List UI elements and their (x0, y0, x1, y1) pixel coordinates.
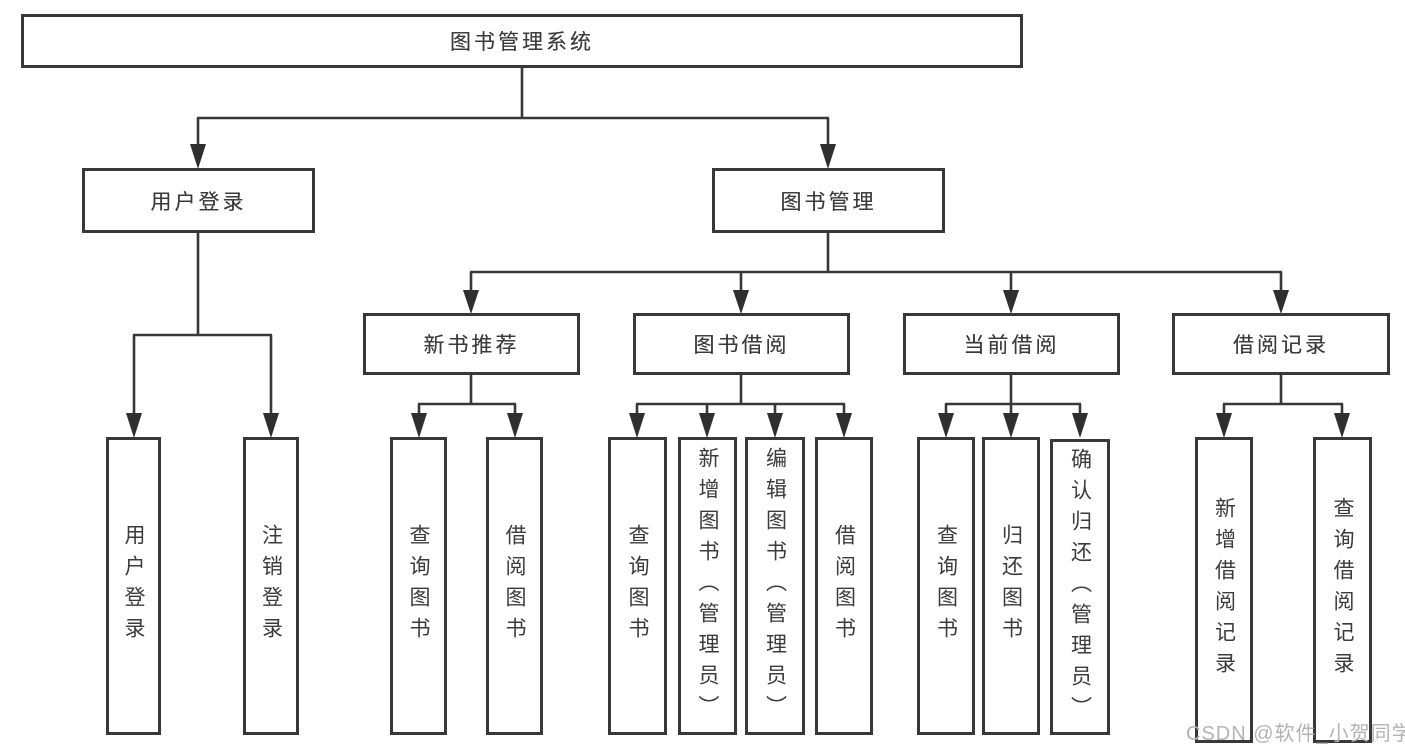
node-new-book-recommend-label: 新书推荐 (423, 334, 520, 357)
node-user-login: 用户登录 (82, 168, 315, 233)
node-book-borrow-label: 图书借阅 (693, 334, 790, 357)
node-borrow-record: 借阅记录 (1172, 313, 1390, 375)
leaf-rec-query-book: 查询图书 (390, 437, 447, 735)
node-user-login-label: 用户登录 (150, 190, 247, 214)
leaf-br-add-record-label: 新增借阅记录 (1212, 497, 1236, 683)
leaf-bb-edit-book-label: 编辑图书（管理员） (763, 446, 787, 726)
node-current-borrow-label: 当前借阅 (963, 334, 1060, 357)
node-new-book-recommend: 新书推荐 (363, 313, 580, 375)
node-current-borrow: 当前借阅 (903, 313, 1120, 375)
node-book-management: 图书管理 (712, 168, 945, 233)
leaf-bb-borrow-book-label: 借阅图书 (832, 524, 856, 648)
leaf-user-login: 用户登录 (106, 437, 161, 735)
leaf-bb-edit-book: 编辑图书（管理员） (745, 437, 805, 735)
leaf-bb-query-book: 查询图书 (608, 437, 667, 735)
leaf-br-query-record: 查询借阅记录 (1313, 437, 1372, 743)
leaf-cb-query-book-label: 查询图书 (934, 524, 958, 648)
leaf-cb-return-book: 归还图书 (982, 437, 1040, 735)
node-book-management-label: 图书管理 (780, 190, 877, 214)
leaf-cb-confirm-return-label: 确认归还（管理员） (1068, 447, 1092, 727)
leaf-rec-query-book-label: 查询图书 (407, 524, 430, 648)
leaf-logout-label: 注销登录 (259, 524, 283, 648)
node-book-borrow: 图书借阅 (633, 313, 850, 375)
leaf-bb-query-book-label: 查询图书 (626, 524, 649, 648)
leaf-bb-add-book: 新增图书（管理员） (678, 437, 737, 735)
leaf-rec-borrow-book: 借阅图书 (486, 437, 543, 735)
watermark-text: CSDN @软件_小贺同学 (1186, 723, 1405, 745)
leaf-cb-confirm-return: 确认归还（管理员） (1050, 439, 1110, 735)
node-borrow-record-label: 借阅记录 (1233, 334, 1329, 357)
node-root: 图书管理系统 (21, 14, 1023, 68)
leaf-br-add-record: 新增借阅记录 (1195, 437, 1253, 743)
node-root-label: 图书管理系统 (450, 31, 594, 54)
leaf-cb-query-book: 查询图书 (917, 437, 975, 735)
leaf-user-login-label: 用户登录 (122, 524, 145, 648)
leaf-rec-borrow-book-label: 借阅图书 (503, 524, 526, 648)
leaf-cb-return-book-label: 归还图书 (999, 524, 1023, 648)
leaf-logout: 注销登录 (243, 437, 299, 735)
leaf-bb-borrow-book: 借阅图书 (815, 437, 873, 735)
leaf-bb-add-book-label: 新增图书（管理员） (696, 446, 719, 726)
leaf-br-query-record-label: 查询借阅记录 (1331, 497, 1354, 683)
